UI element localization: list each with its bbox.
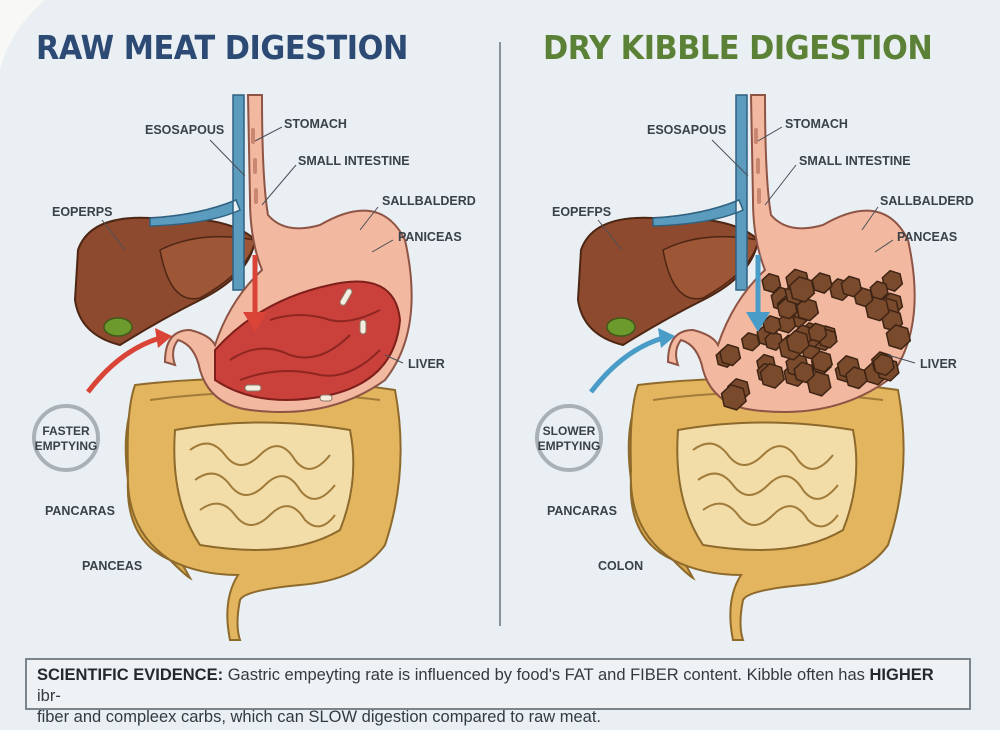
kibble-piece bbox=[740, 331, 761, 352]
label-liver: LIVER bbox=[408, 357, 445, 371]
kibble-piece bbox=[719, 343, 742, 367]
label-small-intestine: SMALL INTESTINE bbox=[298, 154, 410, 168]
label-panceas: PANCEAS bbox=[82, 559, 142, 573]
kibble-piece bbox=[788, 276, 816, 303]
evidence-heading: SCIENTIFIC EVIDENCE: bbox=[37, 666, 224, 684]
kibble-piece bbox=[811, 350, 834, 373]
evidence-text-1: Gastric empeyting rate is influenced by … bbox=[223, 666, 870, 684]
badge-line2: EMPTYING bbox=[538, 439, 601, 453]
evidence-text-3: fiber and compleex carbs, which can SLOW… bbox=[37, 708, 602, 726]
left-labels: ESOSAPOUS STOMACH SMALL INTESTINE SALLBA… bbox=[45, 117, 476, 573]
kibble-piece bbox=[881, 269, 904, 292]
label-small-intestine: SMALL INTESTINE bbox=[799, 154, 911, 168]
label-gallbladder: SALLBALDERD bbox=[880, 194, 974, 208]
badge-line2: EMPTYING bbox=[35, 439, 98, 453]
kibble-piece bbox=[885, 324, 912, 351]
right-labels: ESOSAPOUS STOMACH SMALL INTESTINE SALLBA… bbox=[547, 117, 974, 573]
kibble-piece bbox=[872, 353, 895, 377]
evidence-text-2: ibr- bbox=[37, 687, 61, 705]
dry-kibble-title: DRY KIBBLE DIGESTION bbox=[543, 28, 933, 67]
badge-line1: FASTER bbox=[42, 424, 90, 438]
left-leader-lines bbox=[101, 126, 404, 364]
kibble-piece bbox=[764, 331, 784, 351]
label-esophagus: ESOSAPOUS bbox=[647, 123, 726, 137]
emptying-arrow-red bbox=[86, 328, 172, 394]
kibble-piece bbox=[720, 383, 747, 411]
label-stomach: STOMACH bbox=[785, 117, 848, 131]
label-pancaras: PANCARAS bbox=[45, 504, 115, 518]
label-pancreas: PANCEAS bbox=[897, 230, 957, 244]
label-colon: COLON bbox=[598, 559, 643, 573]
kibble-piece bbox=[761, 272, 782, 294]
down-arrow-blue bbox=[746, 255, 770, 332]
label-liver: LIVER bbox=[920, 357, 957, 371]
label-gallbladder: SALLBALDERD bbox=[382, 194, 476, 208]
evidence-highlight: HIGHER bbox=[869, 666, 934, 684]
scientific-evidence-box: SCIENTIFIC EVIDENCE: Gastric empeyting r… bbox=[25, 658, 971, 726]
kibble-piece bbox=[759, 362, 786, 389]
right-leader-lines bbox=[597, 126, 916, 364]
label-esophagus: ESOSAPOUS bbox=[145, 123, 224, 137]
label-liver-top: EOPERPS bbox=[52, 205, 112, 219]
label-pancaras: PANCARAS bbox=[547, 504, 617, 518]
kibble-piece bbox=[844, 366, 868, 390]
kibble-piece bbox=[840, 275, 863, 298]
background-corner-curve bbox=[0, 0, 45, 70]
slower-emptying-badge: SLOWER EMPTYING bbox=[535, 404, 603, 472]
kibble-piece bbox=[785, 329, 810, 355]
panel-divider bbox=[499, 42, 501, 626]
meat-texture bbox=[229, 309, 381, 381]
faster-emptying-badge: FASTER EMPTYING bbox=[32, 404, 100, 472]
kibble-piece bbox=[869, 280, 889, 301]
bone-fragments bbox=[244, 288, 367, 402]
down-arrow-red bbox=[243, 255, 267, 332]
emptying-arrow-blue bbox=[589, 328, 675, 394]
label-pancreas: PANICEAS bbox=[398, 230, 462, 244]
label-stomach: STOMACH bbox=[284, 117, 347, 131]
label-liver-top: EOPEFPS bbox=[552, 205, 611, 219]
kibble-piece bbox=[807, 322, 828, 343]
kibble-piece bbox=[811, 272, 833, 294]
raw-meat-title: RAW MEAT DIGESTION bbox=[36, 28, 408, 67]
kibble-contents bbox=[715, 268, 912, 411]
kibble-piece bbox=[793, 361, 815, 384]
badge-line1: SLOWER bbox=[543, 424, 596, 438]
